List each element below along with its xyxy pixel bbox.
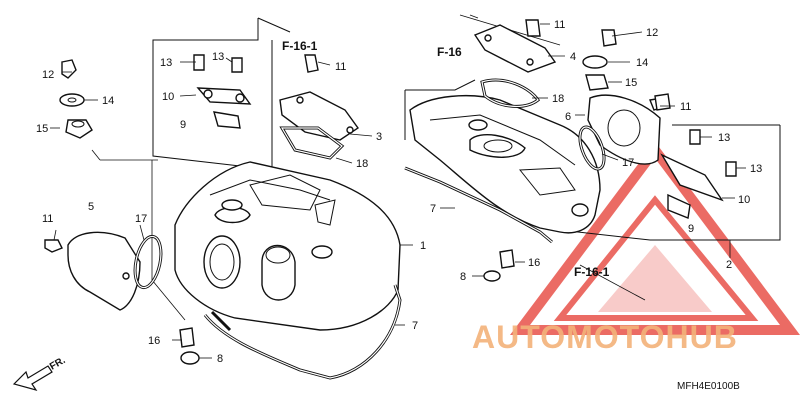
- label-8-lower: 8: [217, 353, 223, 365]
- cap-assembly-right: [578, 94, 667, 171]
- group-outlines: [91, 14, 781, 321]
- label-1: 1: [420, 240, 426, 252]
- hardware-right: [483, 19, 737, 282]
- label-15-right: 15: [625, 77, 637, 89]
- label-11-top: 11: [554, 19, 565, 31]
- label-15-left: 15: [36, 123, 48, 135]
- front-direction-marker: FR.: [12, 355, 68, 392]
- label-2: 2: [726, 259, 732, 271]
- ref-f16-1-left: F-16-1: [282, 39, 318, 53]
- watermark-text: AUTOMOTOHUB: [472, 319, 738, 355]
- label-14-left: 14: [102, 95, 114, 107]
- label-3: 3: [376, 131, 382, 143]
- label-9-right: 9: [688, 223, 694, 235]
- label-7-lower: 7: [412, 320, 418, 332]
- label-13-a: 13: [160, 57, 172, 69]
- label-17-right: 17: [622, 157, 634, 169]
- label-5: 5: [88, 201, 94, 213]
- front-marker-label: FR.: [48, 355, 68, 373]
- label-13-d: 13: [750, 163, 762, 175]
- label-11-mid: 11: [680, 101, 691, 113]
- cap-assembly-left: [44, 231, 163, 311]
- label-16-right: 16: [528, 257, 540, 269]
- watermark: AUTOMOTOHUB: [472, 319, 738, 355]
- label-16-left: 16: [148, 335, 160, 347]
- label-13-c: 13: [718, 132, 730, 144]
- head-cover-right: [404, 95, 601, 244]
- ref-f16-1-bottom: F-16-1: [574, 265, 610, 279]
- label-10-right: 10: [738, 194, 750, 206]
- label-11-left: 11: [335, 61, 346, 73]
- leader-lines: [50, 23, 746, 359]
- label-14-right: 14: [636, 57, 648, 69]
- diagram-code: MFH4E0100B: [677, 381, 740, 392]
- label-6: 6: [565, 111, 571, 123]
- breather-plate-right: [473, 24, 557, 108]
- label-17-left: 17: [135, 213, 147, 225]
- reference-codes: F-16-1 F-16 F-16-1: [282, 39, 610, 279]
- label-9-left: 9: [180, 119, 186, 131]
- label-18-left: 18: [356, 158, 368, 170]
- breather-plate-left: [279, 91, 359, 160]
- label-4: 4: [570, 51, 576, 63]
- ref-f16-center: F-16: [437, 45, 462, 59]
- label-18-right: 18: [552, 93, 564, 105]
- label-12-left: 12: [42, 69, 54, 81]
- label-12-right: 12: [646, 27, 658, 39]
- part-labels: 1 2 3 4 5 6 7 7 8 8 9 9 10 10 11 11 11 1…: [36, 19, 762, 365]
- label-10-left: 10: [162, 91, 174, 103]
- label-11-far-left: 11: [42, 213, 53, 225]
- head-cover-left: [174, 161, 402, 380]
- label-7-right: 7: [430, 203, 436, 215]
- label-8-right: 8: [460, 271, 466, 283]
- front-arrow-icon: [12, 365, 53, 392]
- label-13-b: 13: [212, 51, 224, 63]
